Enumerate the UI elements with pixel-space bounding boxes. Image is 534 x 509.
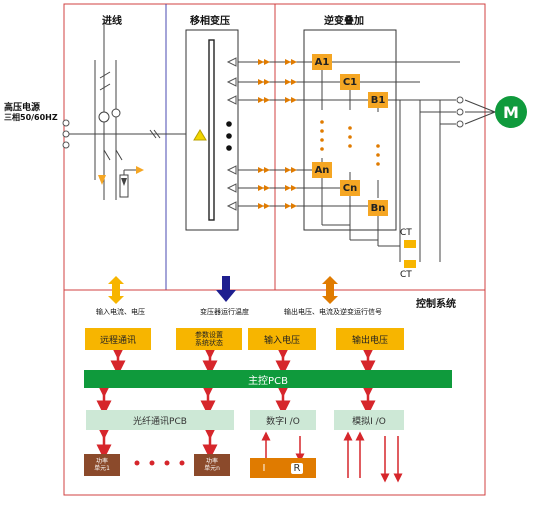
signal-transformer-label: 变压器运行温度 (200, 308, 249, 316)
signal-arrows (108, 276, 338, 304)
power-unit-n: 功率 单元n (194, 454, 230, 476)
hv-source-line1: 高压电源 (4, 103, 41, 113)
ct-sensor-2 (404, 260, 416, 268)
transformer-box (185, 29, 239, 231)
cell-c1: C1 (340, 74, 360, 90)
cell-an: An (312, 162, 332, 178)
section-title-inverter: 逆变叠加 (324, 16, 364, 27)
remote-comm-box: 远程通讯 (85, 328, 151, 350)
io-block-r: R (290, 462, 304, 474)
power-unit-1: 功率 单元1 (84, 454, 120, 476)
bus-arrows (96, 344, 376, 460)
ct-label-1: CT (400, 228, 412, 238)
main-pcb-bar: 主控PCB (84, 370, 452, 388)
fiber-pcb-box: 光纤通讯PCB (86, 410, 234, 430)
cell-bn: Bn (368, 200, 388, 216)
cell-cn: Cn (340, 180, 360, 196)
ct-label-2: CT (400, 270, 412, 280)
power-unit-1-line2: 单元1 (94, 465, 110, 472)
motor-icon: M (495, 96, 527, 128)
signal-output-label: 输出电压、电流及逆变运行信号 (284, 308, 382, 316)
io-block: I R (250, 458, 316, 478)
secondary-windings (193, 57, 237, 211)
params-box-line1: 参数设置 (195, 331, 223, 339)
output-voltage-box: 输出电压 (336, 328, 404, 350)
section-title-input: 进线 (102, 16, 122, 27)
cell-b1: B1 (368, 92, 388, 108)
input-voltage-box: 输入电压 (248, 328, 316, 350)
io-block-i: I (262, 462, 266, 474)
power-unit-n-line1: 功率 (205, 458, 218, 465)
cell-a1: A1 (312, 54, 332, 70)
ct-sensor-1 (404, 240, 416, 248)
params-box: 参数设置 系统状态 (176, 328, 242, 350)
digital-io-box: 数字I /O (250, 410, 316, 430)
control-frame (63, 289, 486, 496)
transformer-core (208, 39, 215, 221)
section-title-control: 控制系统 (416, 299, 456, 310)
hv-source-line2: 三相50/60HZ (4, 113, 58, 122)
analog-io-box: 模拟I /O (334, 410, 404, 430)
power-unit-n-line2: 单元n (204, 465, 220, 472)
params-box-line2: 系统状态 (195, 339, 223, 347)
signal-input-label: 输入电流、电压 (96, 308, 145, 316)
power-unit-1-line1: 功率 (95, 458, 108, 465)
section-title-transformer: 移相变压 (190, 16, 230, 27)
